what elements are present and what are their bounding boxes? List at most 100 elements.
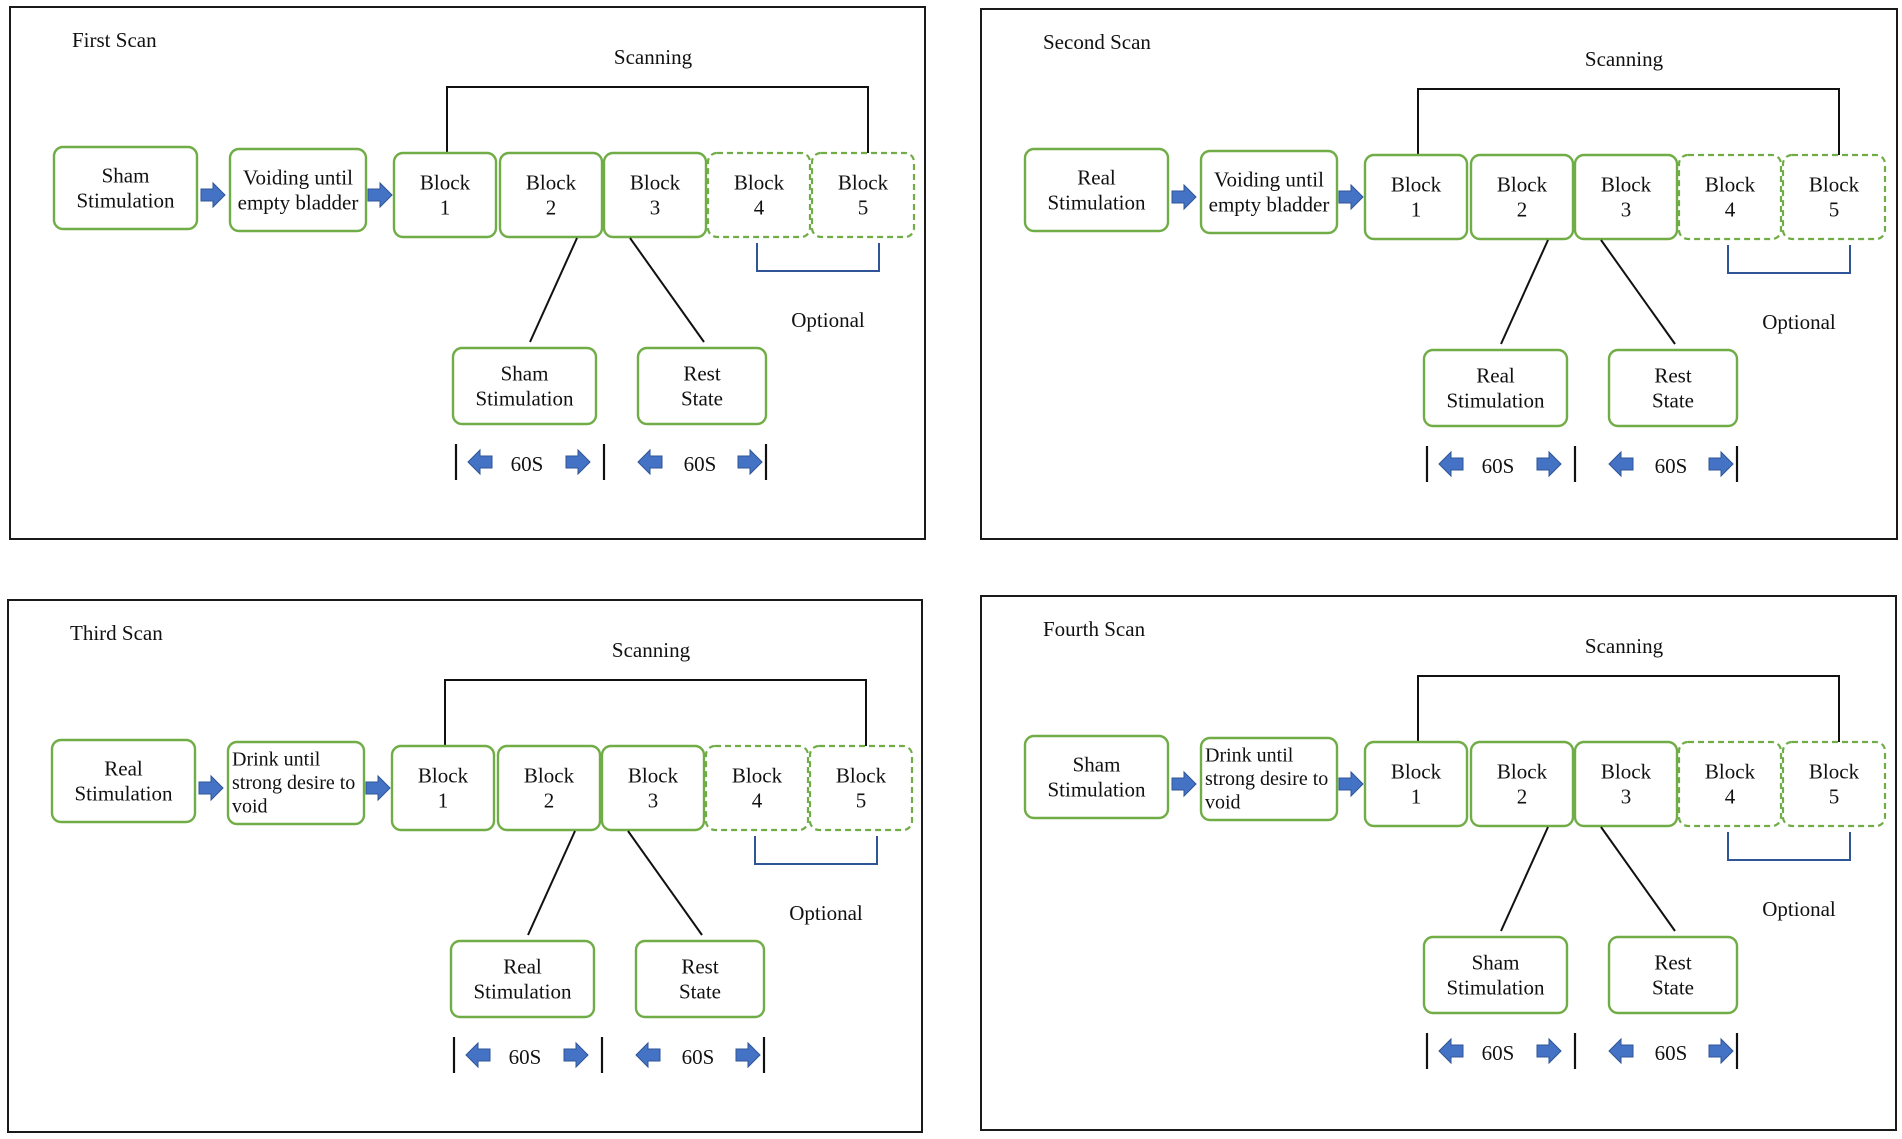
block-3-label-line-2: 3 [648,788,659,812]
block-5-label-line-2: 5 [1829,784,1840,808]
block-4-label-line-2: 4 [1725,197,1736,221]
block-1-box [1363,153,1469,241]
block-4-label-line-2: 4 [1725,784,1736,808]
panel-title: First Scan [72,28,157,52]
rest-box-label-line-1: Rest [683,362,721,386]
timing-label-stimulation: 60S [511,452,544,476]
preparation-box-label-line-1: Voiding until [1214,168,1324,192]
block-4-label-line-1: Block [734,171,785,195]
optional-bracket [1727,245,1851,274]
timing-left-arrow-icon [1438,1037,1464,1065]
timing-left-arrow-icon [635,1041,661,1069]
scanning-bracket [1417,675,1840,742]
block-2-label-line-2: 2 [1517,197,1528,221]
condition-box-label-line-2: Stimulation [475,386,574,410]
branch-line-condition [529,237,578,343]
preparation-box-label-line-3: void [232,796,268,818]
block-4-box [1677,153,1783,241]
block-4-box [704,744,810,832]
timing-label-stimulation: 60S [1482,1041,1515,1065]
timing-right-arrow-icon [1708,450,1734,478]
block-1-box [392,151,498,239]
block-2-box [498,151,604,239]
preparation-box-label-line-2: strong desire to [1205,768,1328,790]
condition-box-label-line-2: Stimulation [1446,388,1545,412]
block-5-label-line-1: Block [1809,760,1860,784]
branch-line-condition [1500,826,1549,932]
block-5-box [1781,153,1887,241]
block-2-label-line-2: 2 [546,195,557,219]
stimulation-box-label-line-1: Sham [1073,753,1121,777]
timing-right-arrow-icon [1708,1037,1734,1065]
branch-line-condition [1500,239,1549,345]
block-4-box [1677,740,1783,828]
timing-right-arrow-icon [737,448,763,476]
branch-line-rest [629,237,705,343]
preparation-box-label-line-3: void [1205,792,1241,814]
panel-2: Second ScanScanningRealStimulationVoidin… [980,8,1898,540]
scanning-bracket [444,679,867,746]
block-3-box [602,151,708,239]
panel-title: Second Scan [1043,30,1151,54]
timing-label-rest: 60S [682,1045,715,1069]
timing-left-arrow-icon [465,1041,491,1069]
block-2-label-line-1: Block [524,764,575,788]
optional-bracket [1727,832,1851,861]
block-4-label-line-1: Block [732,764,783,788]
block-3-label-line-1: Block [1601,173,1652,197]
block-5-label-line-1: Block [836,764,887,788]
branch-line-condition [527,830,576,936]
preparation-box [1199,149,1339,235]
panel-frame [980,595,1897,1131]
block-1-label-line-2: 1 [438,788,449,812]
stimulation-box-label-line-2: Stimulation [76,188,175,212]
condition-box-label-line-1: Real [503,955,542,979]
panel-frame [980,8,1898,540]
block-1-label-line-2: 1 [1411,197,1422,221]
stimulation-box [52,145,199,231]
scanning-label: Scanning [1585,634,1664,658]
timing-right-arrow-icon [565,448,591,476]
condition-box [451,346,598,426]
preparation-box-label-line-1: Drink until [1205,744,1294,766]
flow-arrow-icon [198,774,224,802]
flow-arrow-icon [1338,770,1364,798]
rest-box-label-line-2: State [681,386,723,410]
block-3-label-line-2: 3 [1621,197,1632,221]
preparation-box [228,147,368,233]
timing-left-arrow-icon [637,448,663,476]
block-4-label-line-1: Block [1705,760,1756,784]
panel-4: Fourth ScanScanningShamStimulationDrink … [980,595,1897,1131]
timing-left-arrow-icon [1438,450,1464,478]
flow-arrow-icon [367,181,393,209]
stimulation-box [1023,734,1170,820]
block-3-label-line-1: Block [628,764,679,788]
block-3-box [1573,740,1679,828]
condition-box-label-line-2: Stimulation [1446,975,1545,999]
rest-box [636,346,768,426]
block-2-label-line-2: 2 [1517,784,1528,808]
branch-line-rest [1600,826,1676,932]
preparation-box-label-line-1: Drink until [232,748,321,770]
rest-box-label-line-1: Rest [1654,951,1692,975]
rest-box-label-line-2: State [1652,975,1694,999]
block-3-label-line-2: 3 [1621,784,1632,808]
optional-label: Optional [789,901,863,925]
panel-frame [9,6,926,540]
timing-left-arrow-icon [467,448,493,476]
preparation-box-label-line-2: empty bladder [238,190,359,214]
timing-left-arrow-icon [1608,450,1634,478]
stimulation-box-label-line-2: Stimulation [1047,777,1146,801]
rest-box-label-line-2: State [679,979,721,1003]
block-4-label-line-2: 4 [754,195,765,219]
timing-right-arrow-icon [1536,1037,1562,1065]
preparation-box-label-line-2: strong desire to [232,772,355,794]
rest-box-label-line-2: State [1652,388,1694,412]
preparation-box [1199,736,1339,822]
block-5-box [808,744,914,832]
block-3-box [600,744,706,832]
condition-box [1422,935,1569,1015]
block-2-label-line-1: Block [526,171,577,195]
panel-1: First ScanScanningShamStimulationVoiding… [9,6,926,540]
